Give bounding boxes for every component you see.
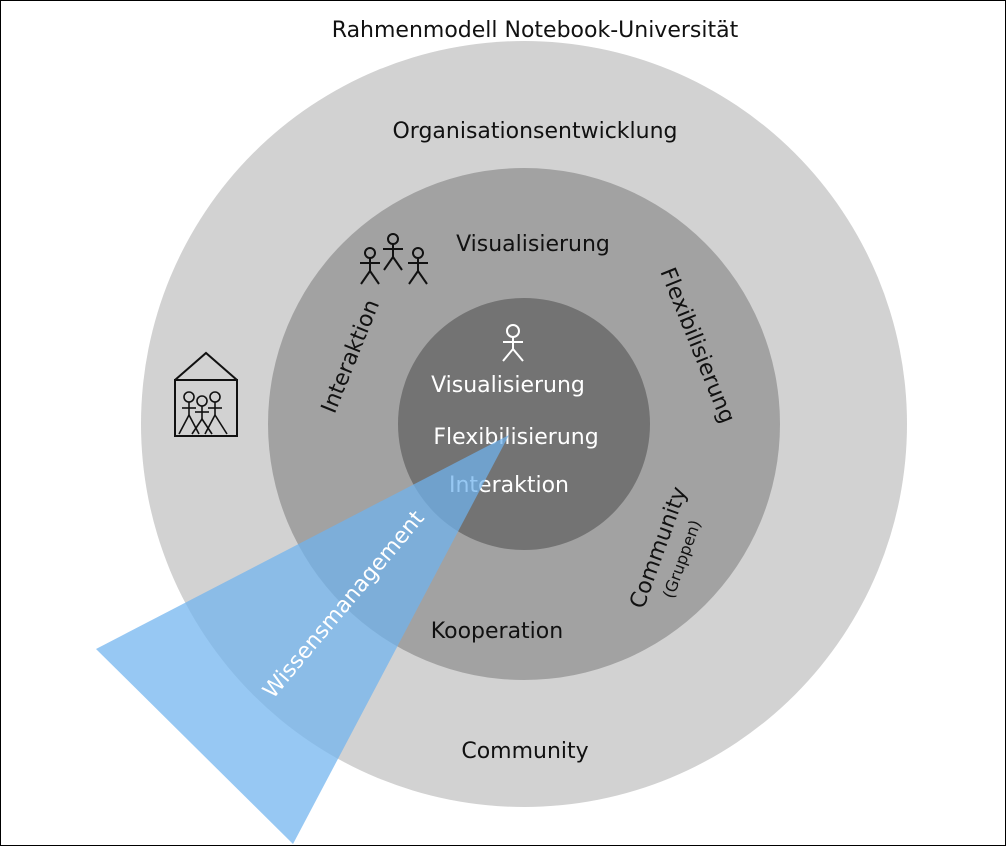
single-person-icon: [502, 324, 524, 362]
three-people-icon: [360, 233, 428, 285]
inner-label-flexibilisierung: Flexibilisierung: [433, 425, 598, 450]
inner-label-visualisierung: Visualisierung: [431, 373, 585, 398]
diagram-title: Rahmenmodell Notebook-Universität: [332, 18, 739, 43]
wissensmanagement-wedge: [96, 435, 509, 844]
group-house-icon: [174, 351, 238, 437]
middle-ring-bottom-label: Kooperation: [431, 619, 563, 644]
outer-ring-bottom-label: Community: [461, 739, 588, 764]
outer-ring-top-label: Organisationsentwicklung: [392, 119, 677, 144]
middle-ring-top-label: Visualisierung: [456, 232, 610, 257]
